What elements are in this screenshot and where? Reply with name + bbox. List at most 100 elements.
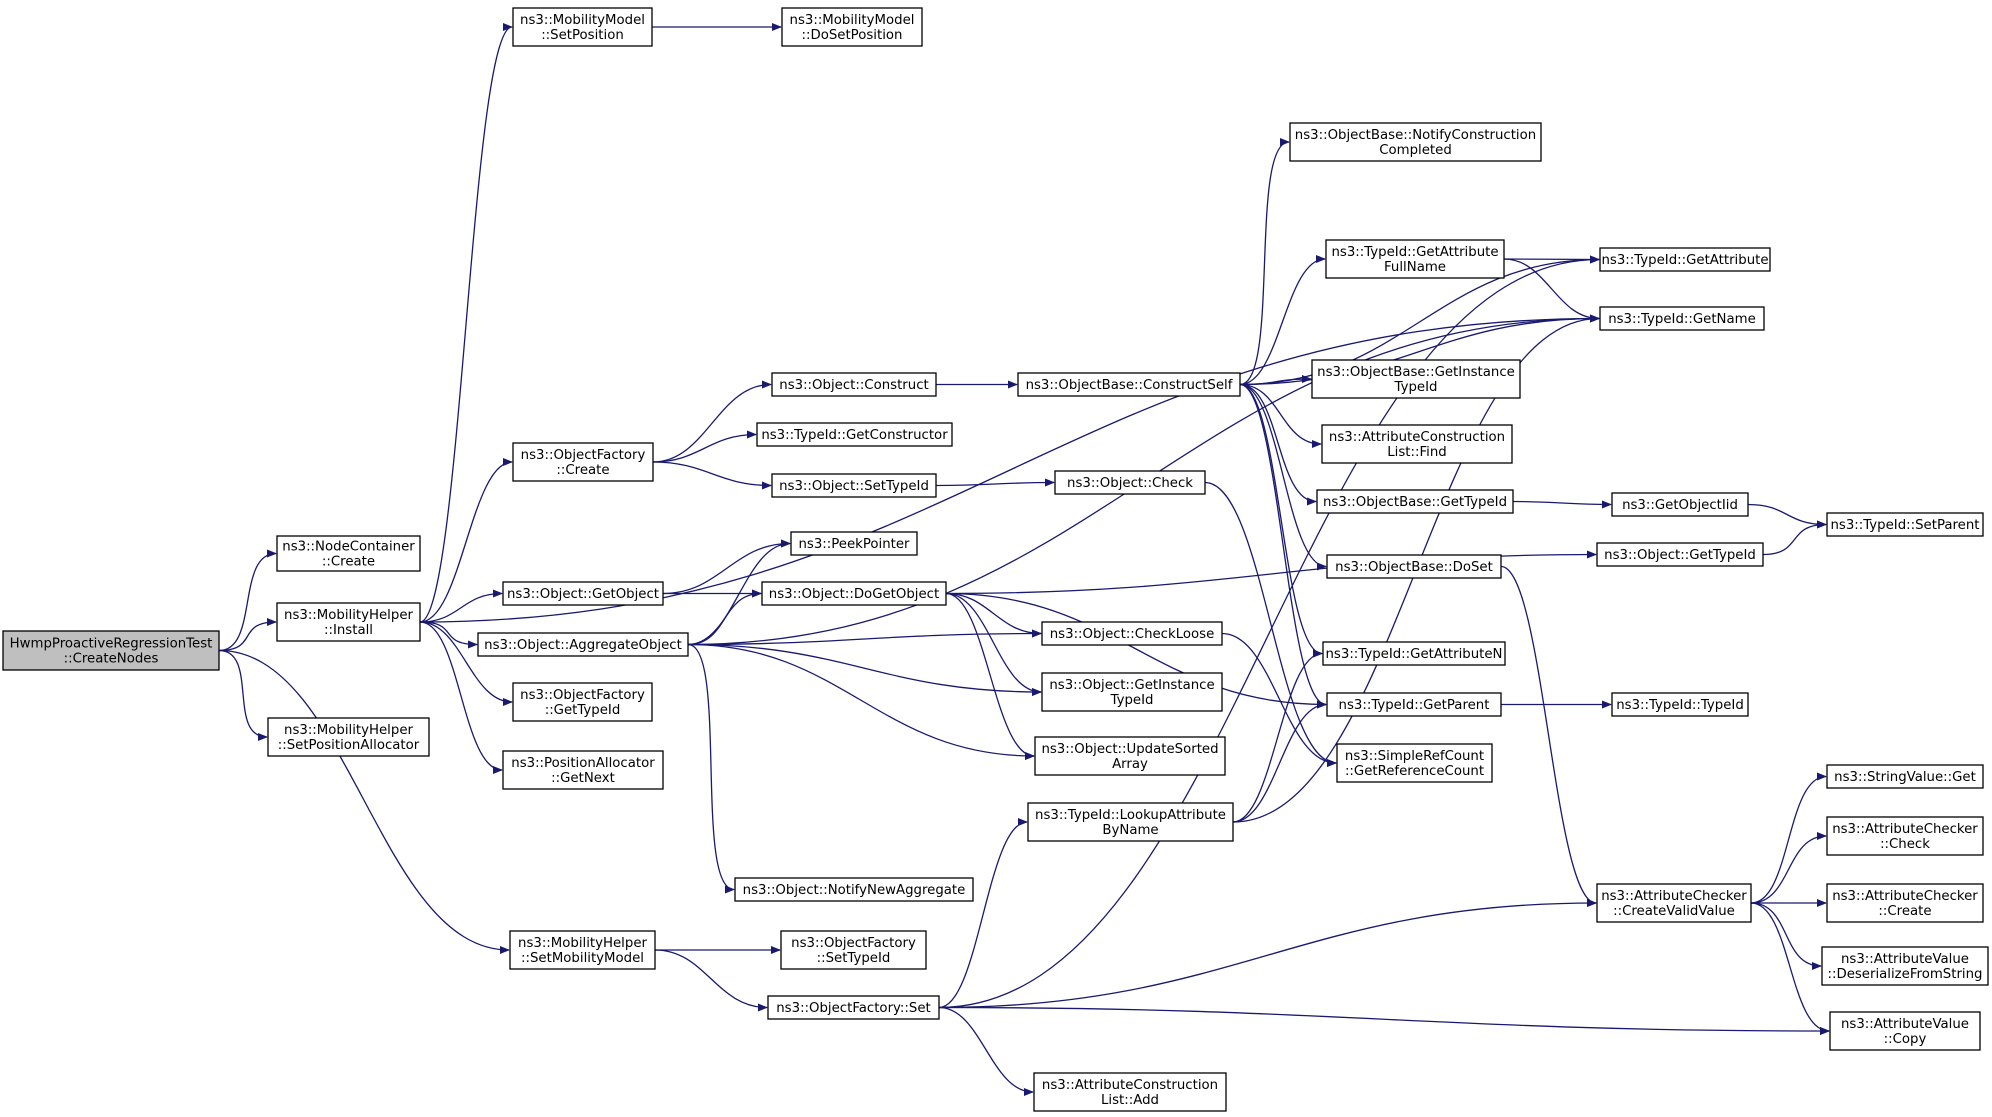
node-label: ns3::NodeContainer xyxy=(282,540,415,555)
node-box xyxy=(1326,692,1502,717)
edge-o-aggregate-to-peekpointer xyxy=(687,539,791,646)
edge-t-getattrfullname-to-t-getname xyxy=(1503,258,1600,323)
node-t-setparent[interactable]: ns3::TypeId::SetParent xyxy=(1826,512,1984,537)
node-label: ns3::AttributeConstruction xyxy=(1042,1078,1218,1093)
node-label: ns3::ObjectFactory xyxy=(520,688,645,703)
node-peekpointer[interactable]: ns3::PeekPointer xyxy=(790,531,918,556)
node-o-construct[interactable]: ns3::Object::Construct xyxy=(771,372,937,397)
node-label: ns3::TypeId::TypeId xyxy=(1616,698,1744,713)
node-box xyxy=(781,7,923,47)
node-t-getattributen[interactable]: ns3::TypeId::GetAttributeN xyxy=(1322,641,1506,666)
node-mm-setpos[interactable]: ns3::MobilityModel::SetPosition xyxy=(512,7,653,47)
node-t-typeid[interactable]: ns3::TypeId::TypeId xyxy=(1611,692,1749,717)
node-t-getconstructor[interactable]: ns3::TypeId::GetConstructor xyxy=(756,422,953,447)
node-o-dogetobject[interactable]: ns3::Object::DoGetObject xyxy=(761,581,947,606)
edge-ob-constructself-to-ob-getinstancetypeid xyxy=(1239,375,1312,386)
edge-o-dogetobject-to-o-checkloose xyxy=(945,592,1042,638)
node-root[interactable]: HwmpProactiveRegressionTest::CreateNodes xyxy=(2,630,220,671)
node-label: ::CreateValidValue xyxy=(1613,904,1735,919)
node-o-gettypeid[interactable]: ns3::Object::GetTypeId xyxy=(1596,542,1764,567)
edge-t-lookupattr-to-t-getparent xyxy=(1232,700,1327,823)
node-box xyxy=(1829,1011,1981,1051)
node-label: ns3::Object::GetInstance xyxy=(1049,678,1214,693)
edge-ac-createvalid-to-ac-check xyxy=(1750,832,1827,904)
node-label: HwmpProactiveRegressionTest xyxy=(10,637,213,652)
node-ac-createvalid[interactable]: ns3::AttributeChecker::CreateValidValue xyxy=(1596,883,1752,923)
edge-ob-constructself-to-t-getattributen xyxy=(1239,383,1323,658)
node-box xyxy=(1017,372,1241,397)
node-box xyxy=(790,531,918,556)
node-label: ::GetTypeId xyxy=(545,703,621,718)
node-o-notifynewagg[interactable]: ns3::Object::NotifyNewAggregate xyxy=(734,877,974,902)
node-o-aggregate[interactable]: ns3::Object::AggregateObject xyxy=(477,632,689,657)
node-of-set[interactable]: ns3::ObjectFactory::Set xyxy=(767,995,940,1020)
node-label: ns3::PeekPointer xyxy=(798,537,910,552)
node-label: ns3::GetObjectIid xyxy=(1622,498,1738,513)
node-nc-create[interactable]: ns3::NodeContainer::Create xyxy=(276,535,421,572)
node-ob-constructself[interactable]: ns3::ObjectBase::ConstructSelf xyxy=(1017,372,1241,397)
node-mh-spa[interactable]: ns3::MobilityHelper::SetPositionAllocato… xyxy=(267,717,430,757)
edge-ac-createvalid-to-sv-get xyxy=(1750,772,1827,904)
node-o-getobject[interactable]: ns3::Object::GetObject xyxy=(502,581,664,606)
node-av-deserialize[interactable]: ns3::AttributeValue::DeserializeFromStri… xyxy=(1821,946,1989,986)
node-box xyxy=(276,535,421,572)
edge-root-to-mh-spa xyxy=(218,649,268,741)
edge-ob-doset-to-ac-createvalid xyxy=(1500,565,1597,907)
node-label: ::Create xyxy=(556,463,609,478)
node-box xyxy=(1034,736,1226,776)
node-pa-getnext[interactable]: ns3::PositionAllocator::GetNext xyxy=(502,750,664,790)
node-of-settypeid[interactable]: ns3::ObjectFactory::SetTypeId xyxy=(780,930,927,970)
node-of-gettypeid[interactable]: ns3::ObjectFactory::GetTypeId xyxy=(512,682,653,722)
node-box xyxy=(1322,641,1506,666)
node-av-copy[interactable]: ns3::AttributeValue::Copy xyxy=(1829,1011,1981,1051)
node-box xyxy=(780,930,927,970)
node-label: ns3::ObjectFactory xyxy=(521,448,646,463)
node-label: ns3::ObjectBase::DoSet xyxy=(1335,560,1493,575)
node-ob-doset[interactable]: ns3::ObjectBase::DoSet xyxy=(1326,554,1502,579)
node-label: ns3::TypeId::LookupAttribute xyxy=(1035,808,1226,823)
node-mh-setmm[interactable]: ns3::MobilityHelper::SetMobilityModel xyxy=(509,930,656,970)
node-box xyxy=(1826,764,1984,789)
node-label: ns3::SimpleRefCount xyxy=(1345,749,1484,764)
node-label: ns3::Object::GetObject xyxy=(507,587,659,602)
node-sv-get[interactable]: ns3::StringValue::Get xyxy=(1826,764,1984,789)
node-o-checkloose[interactable]: ns3::Object::CheckLoose xyxy=(1041,621,1223,646)
node-box xyxy=(477,632,689,657)
node-label: ns3::Object::Construct xyxy=(779,378,928,393)
node-ac-check[interactable]: ns3::AttributeChecker::Check xyxy=(1826,816,1984,856)
node-label: ns3::PositionAllocator xyxy=(511,756,655,771)
node-o-check[interactable]: ns3::Object::Check xyxy=(1054,470,1206,495)
node-of-create[interactable]: ns3::ObjectFactory::Create xyxy=(512,442,654,482)
node-t-getparent[interactable]: ns3::TypeId::GetParent xyxy=(1326,692,1502,717)
edge-of-set-to-ac-createvalid xyxy=(938,899,1597,1009)
node-ob-gettypeid[interactable]: ns3::ObjectBase::GetTypeId xyxy=(1316,489,1514,514)
node-label: ::Create xyxy=(1878,904,1931,919)
node-t-getattribute[interactable]: ns3::TypeId::GetAttribute xyxy=(1599,247,1771,272)
node-label: ns3::TypeId::GetName xyxy=(1608,312,1756,327)
node-o-settypeid[interactable]: ns3::Object::SetTypeId xyxy=(771,473,937,498)
node-t-getname[interactable]: ns3::TypeId::GetName xyxy=(1599,306,1765,331)
node-getobjectiid[interactable]: ns3::GetObjectIid xyxy=(1611,492,1749,517)
edge-mh-setmm-to-of-set xyxy=(654,949,768,1012)
node-ac-create[interactable]: ns3::AttributeChecker::Create xyxy=(1826,883,1984,923)
node-ob-notifyconstr[interactable]: ns3::ObjectBase::NotifyConstructionCompl… xyxy=(1289,122,1542,162)
node-src-getrefcount[interactable]: ns3::SimpleRefCount::GetReferenceCount xyxy=(1336,743,1493,783)
node-label: ns3::TypeId::GetAttribute xyxy=(1601,253,1768,268)
edge-getobjectiid-to-t-setparent xyxy=(1747,503,1827,529)
node-mh-install[interactable]: ns3::MobilityHelper::Install xyxy=(276,602,421,642)
edge-t-getattrfullname-to-t-getattribute xyxy=(1503,255,1600,264)
node-mm-dosetpos[interactable]: ns3::MobilityModel::DoSetPosition xyxy=(781,7,923,47)
node-label: ::Install xyxy=(324,623,373,638)
node-label: Array xyxy=(1112,757,1148,772)
node-label: TypeId xyxy=(1394,380,1438,395)
edge-o-aggregate-to-o-dogetobject xyxy=(687,589,762,646)
node-label: ns3::ObjectBase::GetInstance xyxy=(1317,365,1515,380)
node-label: ns3::Object::SetTypeId xyxy=(779,479,929,494)
